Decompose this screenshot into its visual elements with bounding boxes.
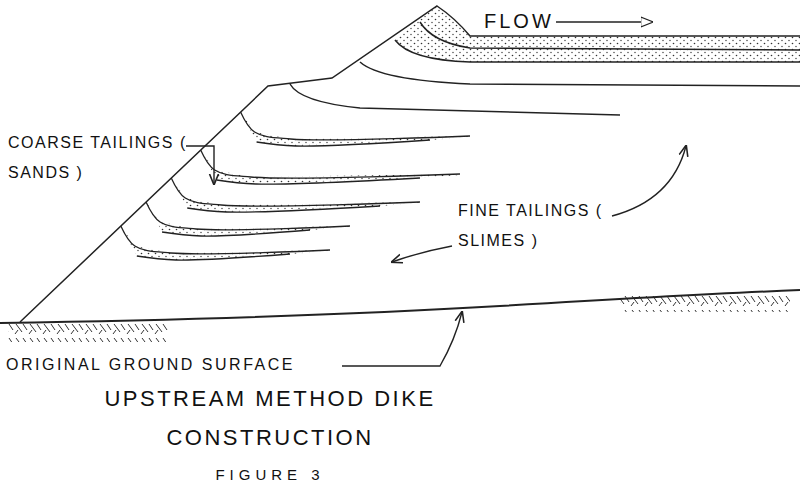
leader-line <box>612 146 686 216</box>
layer-line <box>360 62 800 86</box>
dike-slope <box>20 6 800 322</box>
leader-lines <box>186 22 686 366</box>
figure-caption: FIGURE 3 <box>170 462 370 488</box>
lens-line <box>187 206 380 212</box>
sand-stipple <box>121 226 330 260</box>
material-label: FINE TAILINGS ( SLIMES ) <box>458 196 628 257</box>
sand-stipple <box>201 150 460 184</box>
leader-line <box>186 146 214 184</box>
figure-title: UPSTREAM METHOD DIKE CONSTRUCTION <box>100 380 440 457</box>
material-label: COARSE TAILINGS ( SANDS ) <box>8 128 204 189</box>
lens-line <box>257 140 430 146</box>
sand-stipple <box>241 112 470 146</box>
ground-hatch <box>8 324 168 342</box>
flow-label: FLOW <box>484 2 564 40</box>
ground-label: ORIGINAL GROUND SURFACE <box>6 350 346 380</box>
lens-line <box>121 226 330 254</box>
leader-line <box>392 246 452 262</box>
ground-hatching <box>0 290 800 342</box>
layer-line <box>420 22 800 50</box>
lens-line <box>217 178 420 184</box>
sand-stipple <box>146 202 350 236</box>
layer-line <box>290 84 620 115</box>
lens-line <box>201 150 460 178</box>
lens-line <box>137 254 290 260</box>
ground-line <box>0 290 800 323</box>
lens-line <box>241 112 470 140</box>
lens-line <box>171 178 420 206</box>
flow-arrow <box>556 21 652 22</box>
dike-outline <box>20 6 800 322</box>
lens-line <box>146 202 350 230</box>
leader-line <box>342 312 462 366</box>
lens-line <box>162 230 310 236</box>
sand-stipple <box>395 6 800 62</box>
layer-line <box>395 40 800 62</box>
sand-stipple <box>171 178 420 212</box>
